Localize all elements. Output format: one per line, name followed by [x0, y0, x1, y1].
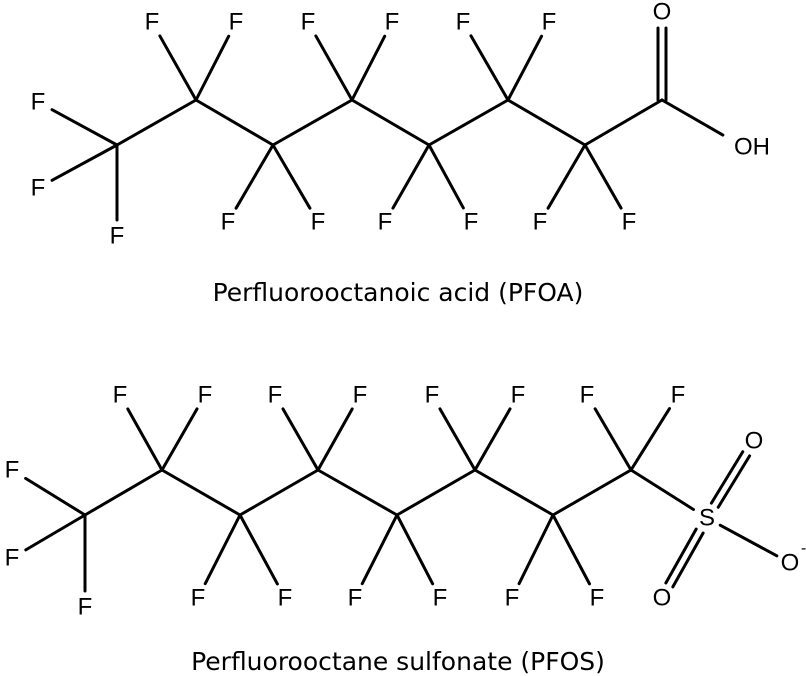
fluorine-atom: F	[671, 382, 686, 409]
carbon-bond	[238, 468, 320, 517]
pfos-caption: Perfluorooctane sulfonate (PFOS)	[191, 647, 605, 676]
fluorine-atom: F	[221, 209, 236, 236]
c-f-bond	[281, 407, 320, 472]
c-f-bond	[391, 143, 431, 210]
c-f-bond	[238, 513, 279, 586]
c-f-bond	[271, 143, 312, 210]
fluorine-atom: F	[464, 209, 479, 236]
fluorine-atom: F	[348, 585, 363, 612]
pfoa-caption: Perfluorooctanoic acid (PFOA)	[213, 278, 584, 307]
double-bond	[716, 454, 752, 509]
c-f-bond	[438, 407, 477, 472]
c-f-bond	[50, 143, 119, 182]
fluorine-atom: F	[505, 585, 520, 612]
fluorine-atom: F	[31, 89, 46, 116]
fluorine-atom: F	[353, 382, 368, 409]
sulfur-atom: S	[699, 505, 715, 532]
carbon-bond	[583, 98, 664, 147]
c-f-bond	[126, 407, 164, 472]
pfoa-structure: F F F F F F F F F F F F F F F O OH	[31, 0, 770, 250]
c-f-bond	[50, 108, 119, 147]
fluorine-atom: F	[378, 209, 393, 236]
c-f-bond	[469, 34, 510, 102]
fluorine-atom: F	[278, 585, 293, 612]
double-bond	[664, 527, 698, 585]
c-f-bond	[593, 407, 633, 472]
fluorine-atom: F	[580, 382, 595, 409]
oxygen-atom: O	[653, 585, 672, 612]
fluorine-atom: F	[311, 209, 326, 236]
fluorine-atom: F	[590, 585, 605, 612]
fluorine-atom: F	[113, 382, 128, 409]
c-f-bond	[395, 513, 435, 586]
carbonyl-oxygen: O	[653, 0, 672, 26]
fluorine-atom: F	[542, 9, 557, 36]
fluorine-atom: F	[78, 594, 93, 621]
c-f-bond	[24, 513, 87, 552]
carbon-bond	[473, 468, 555, 517]
c-f-bond	[506, 34, 544, 102]
hydroxyl-group: OH	[734, 134, 770, 161]
fluorine-atom: F	[622, 209, 637, 236]
carbon-bond	[350, 98, 431, 147]
c-f-bond	[546, 143, 587, 210]
c-f-bond	[350, 34, 387, 102]
fluorine-atom: F	[456, 9, 471, 36]
c-f-bond	[158, 34, 198, 102]
c-f-bond	[314, 34, 354, 102]
carbon-bond	[427, 98, 510, 147]
fluorine-atom: F	[301, 9, 316, 36]
carbon-bond	[395, 468, 477, 517]
negative-charge: -	[801, 540, 806, 557]
c-s-bond	[629, 468, 695, 511]
carbon-bond	[194, 98, 275, 147]
c-f-bond	[194, 34, 231, 102]
c-f-bond	[517, 513, 555, 586]
carbon-bond	[506, 98, 587, 147]
c-f-bond	[360, 513, 399, 586]
fluorine-atom: F	[268, 382, 283, 409]
c-f-bond	[427, 143, 465, 210]
c-f-bond	[160, 407, 199, 472]
c-f-bond	[203, 513, 242, 586]
double-bond	[671, 531, 705, 589]
fluorine-atom: F	[433, 585, 448, 612]
fluorine-atom: F	[385, 9, 400, 36]
carbon-bond	[271, 98, 354, 147]
c-f-bond	[24, 476, 87, 517]
carbon-bond	[316, 468, 399, 517]
c-f-bond	[629, 407, 672, 472]
c-f-bond	[316, 407, 354, 472]
fluorine-atom: F	[145, 9, 160, 36]
carbon-bond	[115, 98, 198, 147]
c-oh-bond	[660, 98, 725, 137]
c-f-bond	[473, 407, 512, 472]
fluorine-atom: F	[198, 382, 213, 409]
c-f-bond	[551, 513, 592, 586]
double-bond	[709, 450, 745, 505]
c-f-bond	[583, 143, 623, 210]
fluorine-atom: F	[229, 9, 244, 36]
fluorine-atom: F	[533, 209, 548, 236]
carbon-bond	[83, 468, 164, 517]
c-f-bond	[234, 143, 275, 210]
fluorine-atom: F	[5, 545, 20, 572]
fluorine-atom: F	[191, 585, 206, 612]
carbon-bond	[551, 468, 633, 517]
carbon-bond	[160, 468, 242, 517]
fluorine-atom: F	[110, 223, 125, 250]
fluorine-atom: F	[31, 175, 46, 202]
fluorine-atom: F	[425, 382, 440, 409]
fluorine-atom: F	[511, 382, 526, 409]
fluorine-atom: F	[5, 457, 20, 484]
oxygen-anion: O	[781, 550, 800, 577]
s-o-bond	[718, 523, 779, 558]
oxygen-atom: O	[745, 428, 764, 455]
